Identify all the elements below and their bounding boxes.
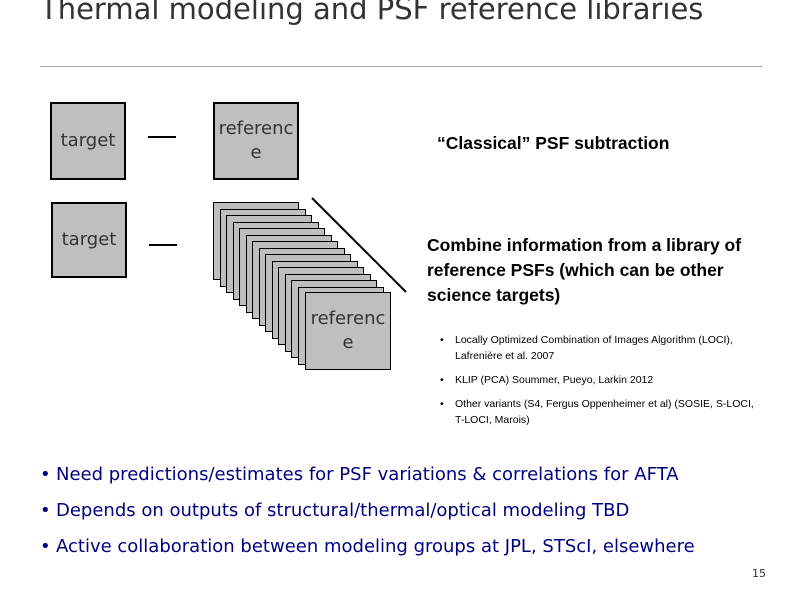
reference-box-library-front: reference [305, 292, 391, 370]
bullet-dot-icon: • [440, 398, 444, 410]
target-box-library: target [51, 202, 127, 278]
library-caption: Combine information from a library of re… [427, 235, 742, 305]
target-label: target [60, 130, 116, 151]
target-label: target [61, 229, 117, 250]
method-item: •Other variants (S4, Fergus Oppenheimer … [440, 398, 754, 426]
main-bullet-item: •Active collaboration between modeling g… [40, 536, 695, 557]
main-bullet-item: •Depends on outputs of structural/therma… [40, 500, 630, 521]
bullet-dot-icon: • [40, 500, 51, 521]
reference-label: reference [310, 308, 386, 353]
reference-label: reference [218, 118, 294, 163]
classical-caption: “Classical” PSF subtraction [437, 133, 670, 153]
slide-title: Thermal modeling and PSF reference libra… [40, 0, 704, 26]
main-bullet-list: •Need predictions/estimates for PSF vari… [40, 462, 780, 570]
reference-box-classical: reference [213, 102, 299, 180]
bullet-dot-icon: • [40, 536, 51, 557]
page-number: 15 [752, 567, 766, 580]
bullet-dot-icon: • [40, 464, 51, 485]
minus-sign-library [149, 244, 177, 246]
method-item: •KLIP (PCA) Soummer, Pueyo, Larkin 2012 [440, 374, 654, 386]
target-box-classical: target [50, 102, 126, 180]
method-list: •Locally Optimized Combination of Images… [438, 332, 758, 436]
bullet-dot-icon: • [440, 334, 444, 346]
method-item: •Locally Optimized Combination of Images… [440, 334, 733, 362]
title-divider [40, 66, 762, 67]
bullet-dot-icon: • [440, 374, 444, 386]
main-bullet-item: •Need predictions/estimates for PSF vari… [40, 464, 679, 485]
minus-sign-classical [148, 136, 176, 138]
